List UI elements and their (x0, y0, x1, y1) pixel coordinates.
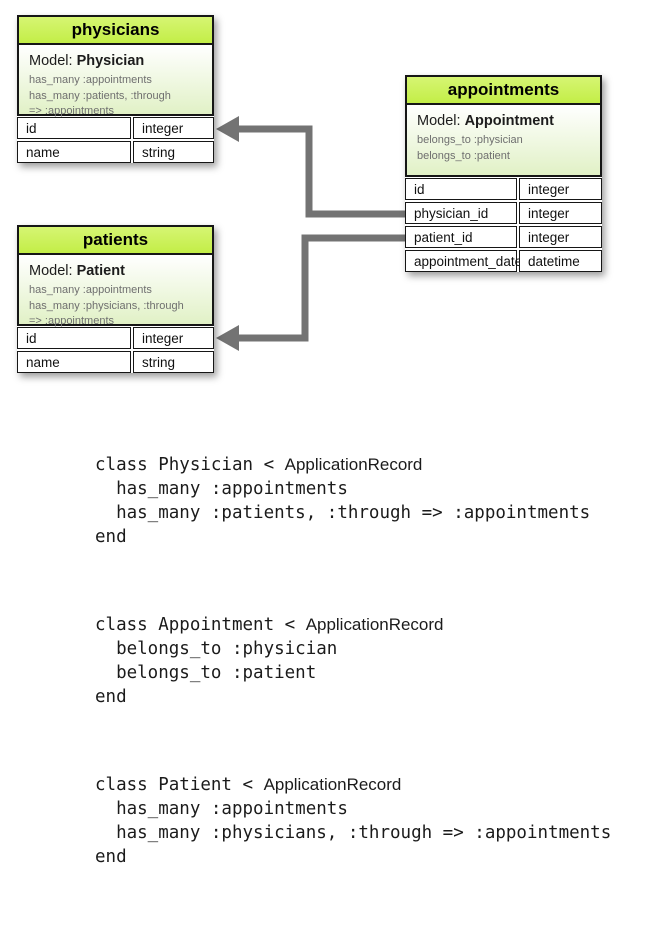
column-type-cell: integer (519, 202, 602, 224)
table-physicians-box: physicians Model: Physician has_many :ap… (17, 15, 214, 117)
association-text: has_many :patients, :through (29, 89, 171, 102)
arrow-physician-id-to-physicians (216, 116, 405, 218)
association-text: has_many :appointments (29, 74, 152, 86)
column-type-cell: integer (519, 226, 602, 248)
table-physicians: physicians Model: Physician has_many :ap… (17, 15, 214, 163)
column-name-cell: id (17, 327, 131, 349)
model-line: Model: Patient (29, 263, 202, 279)
association-text: => :appointments (29, 315, 115, 327)
association-text: => :appointments (29, 105, 115, 117)
arrowhead-to-physicians-icon (216, 116, 239, 142)
table-physicians-title: physicians (19, 17, 212, 45)
column-name-cell: id (405, 178, 517, 200)
code-line: has_many :patients, :through => :appoint… (95, 503, 591, 523)
column-type-cell: datetime (519, 250, 602, 272)
code-line: belongs_to :physician (95, 639, 338, 659)
code-line: class Patient < ApplicationRecord (95, 775, 402, 795)
column-name-cell: physician_id (405, 202, 517, 224)
model-name: Appointment (464, 113, 554, 129)
code-listing: class Physician < ApplicationRecord has_… (95, 413, 611, 933)
association-text: belongs_to :physician (417, 134, 523, 146)
table-patients-box: patients Model: Patient has_many :appoin… (17, 225, 214, 327)
column-name-cell: appointment_date (405, 250, 522, 272)
column-name-cell: name (17, 141, 131, 163)
association-list: belongs_to :physician belongs_to :patient (417, 133, 590, 164)
arrow-patient-id-to-patients (216, 234, 405, 351)
column-name-cell: id (17, 117, 131, 139)
column-type-cell: string (133, 351, 214, 373)
column-name-cell: name (17, 351, 131, 373)
model-name: Patient (76, 263, 125, 279)
column-name-cell: patient_id (405, 226, 517, 248)
column-type-cell: integer (133, 117, 214, 139)
diagram-canvas: physicians Model: Physician has_many :ap… (17, 15, 611, 867)
code-sans-word: ApplicationRecord (284, 455, 423, 474)
code-line: end (95, 847, 127, 867)
model-label: Model: (29, 53, 73, 69)
association-list: has_many :appointments has_many :physicia… (29, 283, 202, 330)
model-label: Model: (417, 113, 461, 129)
association-text: belongs_to :patient (417, 149, 510, 162)
table-appointments-title: appointments (407, 77, 600, 105)
code-line: belongs_to :patient (95, 663, 317, 683)
code-line: class Appointment < ApplicationRecord (95, 615, 444, 635)
code-block-patient: class Patient < ApplicationRecord has_ma… (95, 773, 611, 869)
code-block-appointment: class Appointment < ApplicationRecord be… (95, 613, 611, 709)
table-appointments-box: appointments Model: Appointment belongs_… (405, 75, 602, 177)
table-appointments-model-section: Model: Appointment belongs_to :physician… (407, 105, 600, 175)
model-name: Physician (76, 53, 145, 69)
code-line: end (95, 527, 127, 547)
column-type-cell: integer (519, 178, 602, 200)
code-line: has_many :appointments (95, 479, 348, 499)
code-line: has_many :appointments (95, 799, 348, 819)
association-text: has_many :physicians, :through (29, 299, 184, 312)
table-patients-title: patients (19, 227, 212, 255)
table-patients: patients Model: Patient has_many :appoin… (17, 225, 214, 373)
column-type-cell: integer (133, 327, 214, 349)
code-line: end (95, 687, 127, 707)
code-line: class Physician < ApplicationRecord (95, 455, 423, 475)
code-sans-word: ApplicationRecord (305, 615, 444, 634)
code-line: has_many :physicians, :through => :appoi… (95, 823, 612, 843)
code-block-physician: class Physician < ApplicationRecord has_… (95, 453, 611, 549)
association-list: has_many :appointments has_many :patients… (29, 73, 202, 120)
table-appointments: appointments Model: Appointment belongs_… (405, 75, 602, 272)
arrowhead-to-patients-icon (216, 325, 239, 351)
model-line: Model: Physician (29, 53, 202, 69)
column-type-cell: string (133, 141, 214, 163)
association-text: has_many :appointments (29, 284, 152, 296)
model-label: Model: (29, 263, 73, 279)
model-line: Model: Appointment (417, 113, 590, 129)
